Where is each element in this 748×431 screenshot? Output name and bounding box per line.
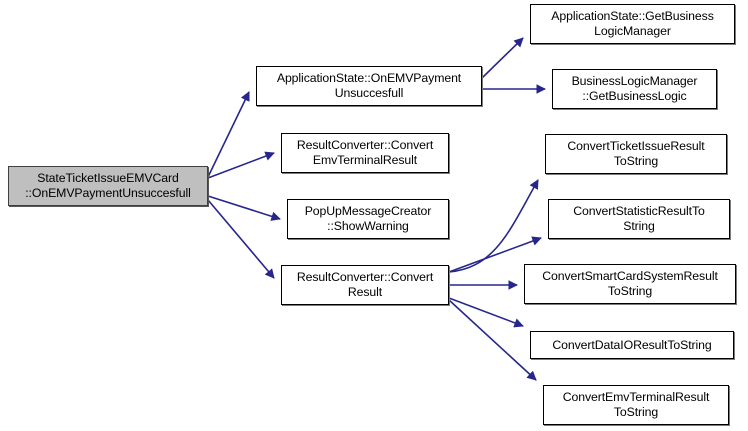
node-convertticketissueresulttostring[interactable]: ConvertTicketIssueResult ToString bbox=[545, 134, 727, 174]
node-applicationstate-onemvpaymentunsuccesfull[interactable]: ApplicationState::OnEMVPayment Unsuccesf… bbox=[256, 66, 482, 106]
node-convertemvterminalresulttostring[interactable]: ConvertEmvTerminalResult ToString bbox=[543, 385, 729, 425]
node-businesslogicmanager-getbusinesslogic[interactable]: BusinessLogicManager ::GetBusinessLogic bbox=[552, 69, 717, 109]
edge-convertresult-to-convertdataioresulttostring bbox=[448, 297, 524, 328]
node-convertticketissueresulttostring-label: ConvertTicketIssueResult ToString bbox=[567, 139, 705, 168]
edge-root-to-applicationstate-onemvpaymentunsuccesfull bbox=[207, 91, 250, 178]
edge-convertresult-to-convertemvterminalresulttostring bbox=[448, 299, 537, 381]
node-resultconverter-convertresult-label: ResultConverter::Convert Result bbox=[296, 270, 434, 299]
node-convertsmartcardsystemresulttostring[interactable]: ConvertSmartCardSystemResult ToString bbox=[524, 264, 736, 304]
edge-convertresult-to-convertticketissueresulttostring bbox=[448, 179, 539, 273]
node-applicationstate-getbusinesslogicmanager-label: ApplicationState::GetBusiness LogicManag… bbox=[551, 9, 714, 38]
node-convertstatisticresulttostring[interactable]: ConvertStatisticResultTo String bbox=[548, 199, 730, 239]
node-convertdataioresulttostring[interactable]: ConvertDataIOResultToString bbox=[530, 331, 734, 359]
node-businesslogicmanager-getbusinesslogic-label: BusinessLogicManager ::GetBusinessLogic bbox=[571, 74, 698, 103]
edge-root-to-showwarning bbox=[207, 195, 281, 221]
node-convertemvterminalresulttostring-label: ConvertEmvTerminalResult ToString bbox=[562, 390, 710, 419]
node-popupmessagecreator-showwarning[interactable]: PopUpMessageCreator ::ShowWarning bbox=[287, 199, 449, 239]
node-stateticketissueemvcard-onemvpaymentunsuccesfull[interactable]: StateTicketIssueEMVCard ::OnEMVPaymentUn… bbox=[8, 166, 208, 206]
node-resultconverter-convertemvterminalresult-label: ResultConverter::Convert EmvTerminalResu… bbox=[296, 138, 434, 167]
node-popupmessagecreator-showwarning-label: PopUpMessageCreator ::ShowWarning bbox=[304, 204, 432, 233]
node-convertsmartcardsystemresulttostring-label: ConvertSmartCardSystemResult ToString bbox=[542, 269, 718, 298]
edge-root-to-convertresult bbox=[207, 199, 275, 279]
edge-root-to-convertemvterminalresult bbox=[207, 151, 275, 179]
node-convertstatisticresulttostring-label: ConvertStatisticResultTo String bbox=[573, 204, 705, 233]
node-convertdataioresulttostring-label: ConvertDataIOResultToString bbox=[552, 337, 712, 352]
node-stateticketissueemvcard-onemvpaymentunsuccesfull-label: StateTicketIssueEMVCard ::OnEMVPaymentUn… bbox=[25, 171, 191, 200]
node-resultconverter-convertemvterminalresult[interactable]: ResultConverter::Convert EmvTerminalResu… bbox=[281, 133, 449, 173]
node-resultconverter-convertresult[interactable]: ResultConverter::Convert Result bbox=[281, 265, 449, 305]
edge-onemvpaymentunsuccesfull-to-getbusinesslogicmanager bbox=[481, 37, 524, 79]
node-applicationstate-onemvpaymentunsuccesfull-label: ApplicationState::OnEMVPayment Unsuccesf… bbox=[276, 71, 462, 100]
node-applicationstate-getbusinesslogicmanager[interactable]: ApplicationState::GetBusiness LogicManag… bbox=[530, 4, 735, 44]
